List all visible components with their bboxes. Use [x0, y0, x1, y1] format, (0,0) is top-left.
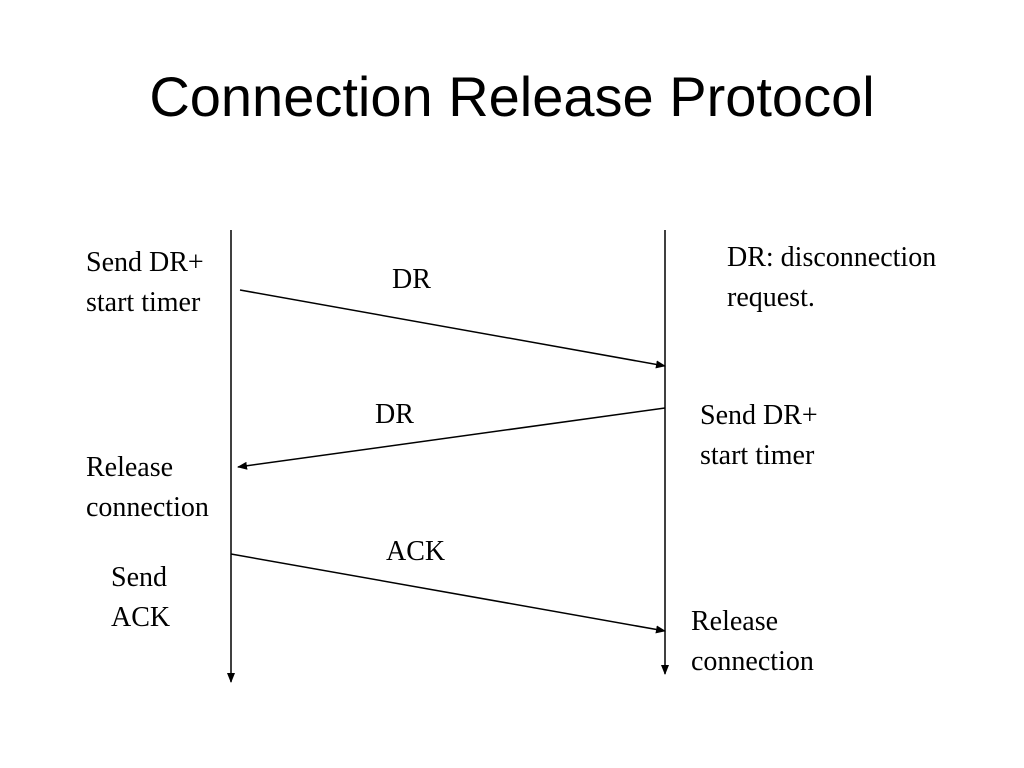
right-release-line-2: connection — [691, 646, 814, 677]
dr-message-label-1: DR — [392, 264, 431, 295]
dr-definition-line-2: request. — [727, 282, 815, 313]
slide-title: Connection Release Protocol — [149, 65, 875, 128]
left-send-ack-line-1: Send — [111, 562, 167, 593]
dr-message-label-2: DR — [375, 399, 414, 430]
left-send-ack-note: Send ACK — [111, 558, 170, 638]
left-send-dr-note: Send DR+ start timer — [86, 243, 204, 323]
right-send-dr-line-2: start timer — [700, 440, 815, 471]
left-release-line-2: connection — [86, 492, 209, 523]
left-send-ack-line-2: ACK — [111, 602, 171, 633]
right-release-line-1: Release — [691, 606, 779, 637]
left-send-dr-line-1: Send DR+ — [86, 247, 204, 278]
right-send-dr-line-1: Send DR+ — [700, 400, 818, 431]
dr-definition-note: DR: disconnection request. — [727, 238, 936, 318]
left-release-line-1: Release — [86, 452, 174, 483]
dr-message-arrow-1 — [239, 289, 666, 369]
ack-message-arrow — [230, 553, 666, 634]
right-send-dr-note: Send DR+ start timer — [700, 396, 818, 476]
dr-definition-line-1: DR: disconnection — [727, 242, 937, 273]
left-release-note: Release connection — [86, 448, 209, 528]
dr-message-arrow-2 — [237, 407, 666, 470]
right-release-note: Release connection — [691, 602, 814, 682]
left-send-dr-line-2: start timer — [86, 287, 201, 318]
ack-message-label: ACK — [386, 536, 446, 567]
